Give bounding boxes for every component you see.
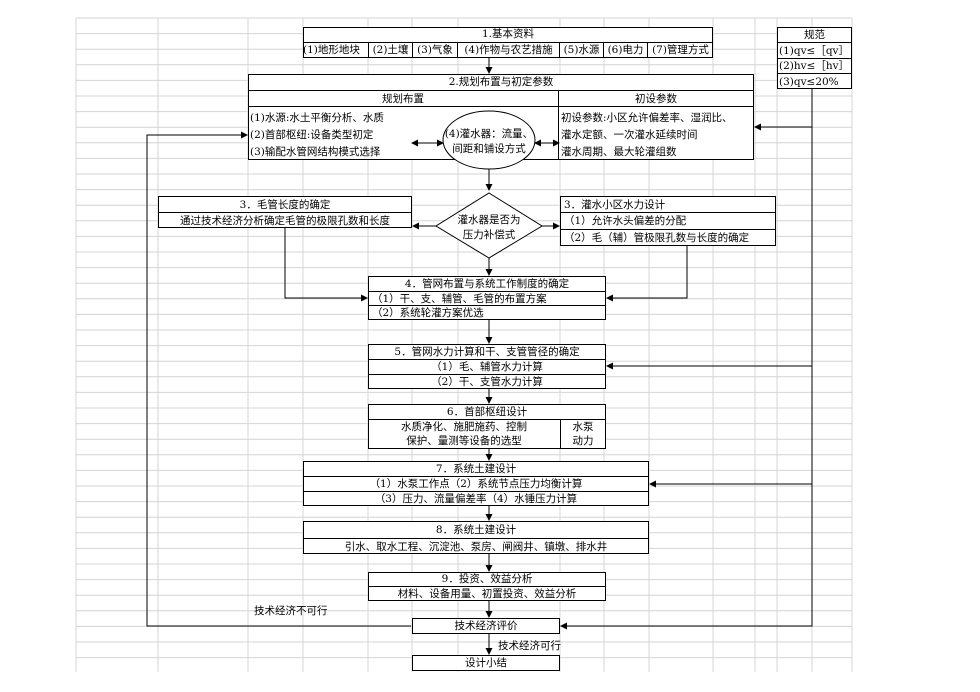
hydraulic-calc-item: （2）干、支管水力计算 (431, 376, 543, 388)
spec-title: 规范 (804, 29, 825, 41)
basic-data-title: 1.基本资料 (481, 28, 535, 40)
evaluation-text: 技术经济评价 (454, 620, 518, 632)
planning-right-item: 灌水周期、最大轮灌组数 (561, 146, 677, 158)
basic-data-item: (4)作物与农艺措施 (458, 43, 560, 57)
investment-text: 材料、设备用量、初置投资、效益分析 (397, 588, 577, 600)
civil-design-title-8: 8．系统土建设计 (435, 524, 517, 536)
emitter-text: 间距和铺设方式 (452, 142, 526, 155)
capillary-length-title: 3．毛管长度的确定 (239, 199, 331, 211)
civil-design-title-7: 7．系统土建设计 (435, 463, 517, 475)
hydraulic-calc-title: 5．管网水力计算和干、支管管径的确定 (394, 346, 580, 358)
investment-title: 9．投资、效益分析 (441, 573, 533, 585)
civil-design-text-8: 引水、取水工程、沉淀池、泵房、闸阀井、镇墩、排水井 (344, 541, 608, 553)
civil-design-item: （1）水泵工作点（2）系统节点压力均衡计算 (369, 478, 583, 490)
irrigation-unit-item: （2）毛（辅）管极限孔数与长度的确定 (564, 232, 750, 244)
spec-item: (1)qv≤［qv］ (779, 45, 849, 57)
summary-text: 设计小结 (465, 657, 507, 669)
summary-box (412, 655, 560, 671)
basic-data-item: (5)水源 (560, 43, 604, 57)
evaluation-box (412, 618, 560, 634)
basic-data-item: (6)电力 (604, 43, 648, 57)
irrigation-unit-item: （1）允许水头偏差的分配 (564, 215, 687, 227)
planning-right-title: 初设参数 (635, 93, 677, 105)
planning-title: 2.规划布置与初定参数 (448, 76, 554, 88)
head-hub-title: 6．首部枢纽设计 (446, 406, 528, 418)
head-hub-right: 水泵 (572, 421, 594, 433)
civil-design-box-7 (303, 461, 649, 506)
head-hub-box (368, 404, 606, 449)
emitter-ellipse (442, 110, 536, 170)
network-layout-item: （2）系统轮灌方案优选 (372, 307, 484, 319)
basic-data-item: (1)地形地块 (303, 43, 369, 57)
diamond-text: 灌水器是否为 (458, 214, 521, 226)
head-hub-left: 水质净化、施肥施药、控制 (401, 421, 527, 433)
irrigation-unit-title: 3．灌水小区水力设计 (564, 199, 666, 211)
planning-right-item: 初设参数:小区允许偏差率、湿润比、 (561, 112, 733, 124)
irrigation-unit-box (560, 196, 776, 246)
basic-data-item: (7)管理方式 (652, 44, 709, 56)
emitter-text: (4)灌水器：流量、 (445, 127, 533, 140)
spec-item: (3)qv≤20% (779, 76, 839, 88)
not-feasible-label: 技术经济不可行 (254, 605, 328, 617)
hydraulic-calc-box (368, 344, 606, 389)
diamond-text: 压力补偿式 (463, 228, 516, 241)
basic-data-item: (3)气象 (413, 43, 458, 57)
feasible-label: 技术经济可行 (498, 640, 561, 652)
civil-design-item: （3）压力、流量偏差率（4）水锤压力计算 (374, 493, 578, 505)
head-hub-right: 动力 (572, 435, 594, 447)
civil-design-box-8 (303, 521, 649, 554)
planning-right-item: 灌水定额、一次灌水延续时间 (561, 129, 698, 141)
planning-left-item: (3)输配水管网结构模式选择 (250, 146, 381, 158)
capillary-length-text: 通过技术经济分析确定毛管的极限孔数和长度 (180, 215, 390, 227)
planning-left-item: (2)首部枢纽:设备类型初定 (250, 129, 374, 141)
network-layout-title: 4．管网布置与系统工作制度的确定 (404, 278, 570, 290)
hydraulic-calc-item: （1）毛、辅管水力计算 (431, 361, 543, 373)
planning-left-item: (1)水源:水土平衡分析、水质 (250, 112, 384, 124)
network-layout-box (368, 276, 606, 320)
network-layout-item: （1）干、支、辅管、毛管的布置方案 (372, 293, 547, 305)
planning-left-title: 规划布置 (382, 93, 424, 105)
basic-data-item: (2)土壤 (369, 43, 413, 57)
head-hub-left: 保护、量测等设备的选型 (406, 435, 522, 447)
pressure-compensation-diamond (435, 192, 543, 259)
spec-item: (2)hv≤［hv］ (779, 60, 850, 72)
